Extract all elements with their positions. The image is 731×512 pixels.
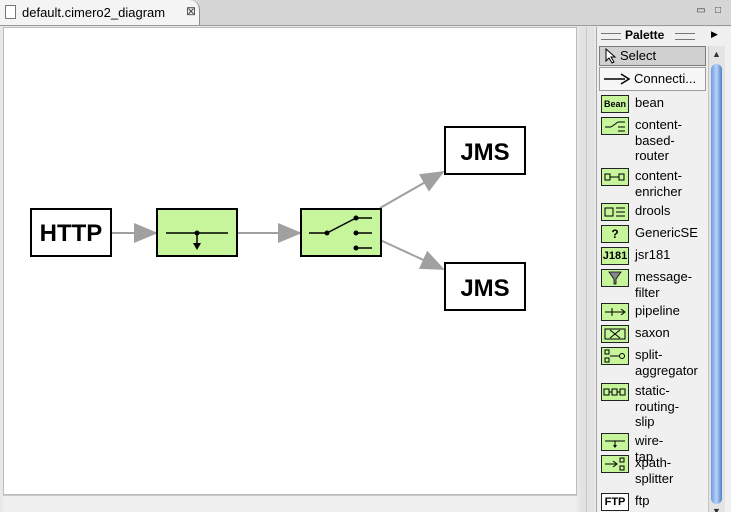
palette-item-label: content-based-router: [635, 117, 682, 163]
palette-item-label: ftp: [635, 493, 650, 508]
grip-icon: [601, 33, 621, 40]
wire-tap-icon: [601, 433, 629, 451]
select-tool-label: Select: [620, 48, 657, 63]
minimize-icon[interactable]: ▭: [696, 5, 706, 16]
connection-tool-label: Connecti...: [634, 71, 697, 86]
file-icon: [5, 5, 16, 19]
canvas-horizontal-scrollbar[interactable]: [3, 495, 577, 512]
split-aggregator-icon: [601, 347, 629, 365]
pipeline-icon: [601, 303, 629, 321]
message-filter-icon: [601, 269, 629, 287]
palette-panel: Palette ▶ Select Connecti... Bean bean c…: [596, 27, 731, 512]
ftp-icon: FTP: [601, 493, 629, 511]
palette-item-static-routing-slip[interactable]: static-routing-slip: [601, 383, 709, 431]
palette-splitter[interactable]: [580, 27, 594, 512]
jms-endpoint-node-bottom[interactable]: JMS: [444, 262, 526, 311]
content-based-router-icon: [601, 117, 629, 135]
generic-se-icon: ?: [601, 225, 629, 243]
http-label: HTTP: [40, 220, 103, 247]
diagram-canvas[interactable]: HTTP JMS JM: [3, 27, 577, 495]
palette-item-label: xpath-splitter: [635, 455, 674, 486]
palette-item-label: jsr181: [635, 247, 671, 262]
tab-title: default.cimero2_diagram: [22, 5, 166, 20]
palette-item-label: GenericSE: [635, 225, 698, 240]
wire-tap-node[interactable]: [156, 208, 238, 257]
content-based-router-node[interactable]: [300, 208, 382, 257]
diagram-svg: HTTP JMS JM: [30, 126, 526, 311]
static-routing-slip-icon: [601, 383, 629, 401]
palette-vertical-scrollbar[interactable]: ▲ ▼: [708, 46, 725, 512]
drools-icon: [601, 203, 629, 221]
palette-item-xpath-splitter[interactable]: xpath-splitter: [601, 455, 709, 489]
jsr181-icon: J181: [601, 247, 629, 265]
palette-title: Palette: [625, 28, 665, 42]
palette-item-label: pipeline: [635, 303, 680, 318]
palette-item-message-filter[interactable]: message-filter: [601, 269, 709, 303]
jms-label-top: JMS: [460, 139, 509, 166]
palette-header[interactable]: Palette ▶: [597, 27, 731, 45]
palette-item-label: bean: [635, 95, 664, 110]
scroll-up-icon[interactable]: ▲: [712, 49, 721, 59]
content-enricher-icon: [601, 168, 629, 186]
palette-item-content-based-router[interactable]: content-based-router: [601, 117, 709, 165]
saxon-icon: [601, 325, 629, 343]
editor-tab-bar: default.cimero2_diagram ⊠ ▭ □: [0, 0, 731, 26]
jms-endpoint-node-top[interactable]: JMS: [444, 126, 526, 175]
palette-item-split-aggregator[interactable]: split-aggregator: [601, 347, 709, 381]
palette-item-label: drools: [635, 203, 671, 218]
grip-icon: [675, 33, 695, 40]
palette-item-label: static-routing-slip: [635, 383, 680, 429]
scrollbar-thumb[interactable]: [711, 64, 722, 504]
scroll-down-icon[interactable]: ▼: [712, 506, 721, 512]
close-icon[interactable]: ⊠: [186, 4, 197, 18]
bean-icon: Bean: [601, 95, 629, 113]
arrow-right-icon: [604, 73, 631, 85]
pointer-icon: [605, 48, 617, 64]
connection-router-jms-top[interactable]: [379, 171, 445, 209]
palette-item-label: wire-tap: [635, 433, 664, 464]
palette-item-label: content-enricher: [635, 168, 682, 199]
collapse-arrow-icon[interactable]: ▶: [711, 29, 718, 39]
tab-default-diagram[interactable]: default.cimero2_diagram ⊠: [0, 0, 200, 25]
palette-item-label: message-filter: [635, 269, 693, 300]
palette-item-label: split-aggregator: [635, 347, 698, 378]
maximize-icon[interactable]: □: [714, 5, 722, 16]
jms-label-bottom: JMS: [460, 275, 509, 302]
connection-tool[interactable]: Connecti...: [599, 67, 706, 91]
palette-item-label: saxon: [635, 325, 670, 340]
select-tool[interactable]: Select: [599, 46, 706, 66]
connection-router-jms-bottom[interactable]: [379, 239, 445, 270]
http-endpoint-node[interactable]: HTTP: [30, 208, 112, 257]
xpath-splitter-icon: [601, 455, 629, 473]
